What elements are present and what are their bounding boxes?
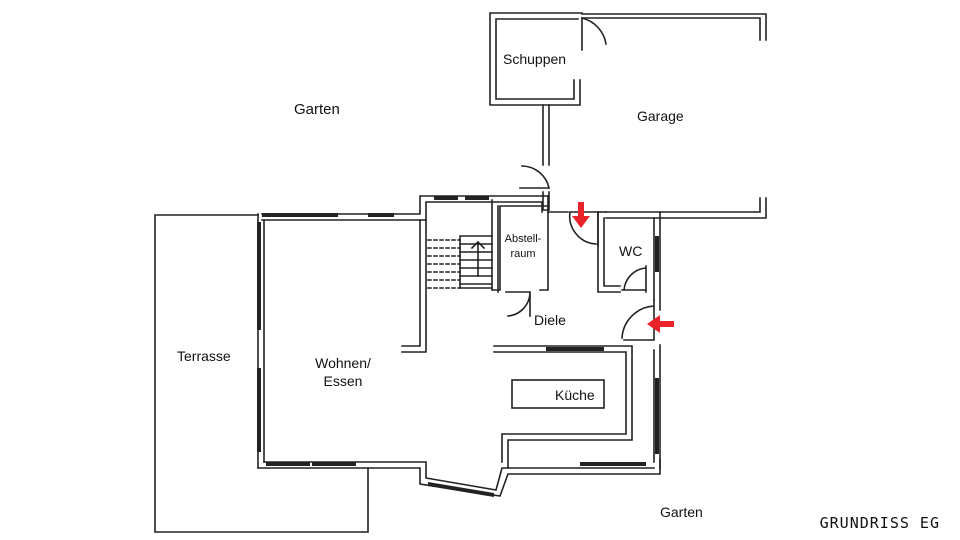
- entry-door: [621, 299, 655, 341]
- plan-title: GRUNDRISS EG: [819, 514, 940, 532]
- room-label-garten-south: Garten: [660, 504, 703, 520]
- staircase: [427, 235, 493, 289]
- wc-door: [621, 265, 647, 293]
- schuppen-door: [581, 17, 607, 51]
- room-label-terrasse: Terrasse: [177, 348, 231, 364]
- room-label-wc: WC: [619, 243, 643, 259]
- garage-wall: [605, 197, 767, 219]
- windows: [257, 196, 659, 497]
- corridor-door: [519, 165, 550, 189]
- corridor-lower-wall: [542, 191, 550, 211]
- terrasse-outline: [154, 214, 369, 533]
- entrance-arrow-down: [572, 202, 590, 228]
- room-label-garage: Garage: [637, 108, 684, 124]
- room-label-schuppen: Schuppen: [503, 51, 567, 67]
- kitchen-island: [511, 379, 605, 409]
- room-label-garten-north: Garten: [294, 101, 340, 118]
- abstellraum-walls: [491, 199, 549, 293]
- room-label-abstellraum: Abstell- raum: [500, 232, 546, 262]
- living-divider: [401, 219, 427, 353]
- room-label-wohnen-line2: Essen: [323, 373, 363, 389]
- room-label-abstellraum-line2: raum: [510, 248, 536, 260]
- wc-walls: [597, 211, 621, 293]
- room-label-diele: Diele: [534, 312, 566, 328]
- corridor-wall-left: [542, 104, 550, 166]
- room-label-abstellraum-line1: Abstell-: [504, 233, 542, 245]
- schuppen-walls: [489, 12, 767, 106]
- entrance-arrow-left: [647, 315, 674, 333]
- entrance-arrows: [572, 202, 674, 333]
- room-label-wohnen-essen: Wohnen/ Essen: [308, 354, 378, 390]
- abstellraum-door: [505, 291, 531, 317]
- kitchen-walls: [493, 345, 633, 469]
- room-label-kueche: Küche: [555, 387, 595, 403]
- room-label-wohnen-line1: Wohnen/: [315, 355, 371, 371]
